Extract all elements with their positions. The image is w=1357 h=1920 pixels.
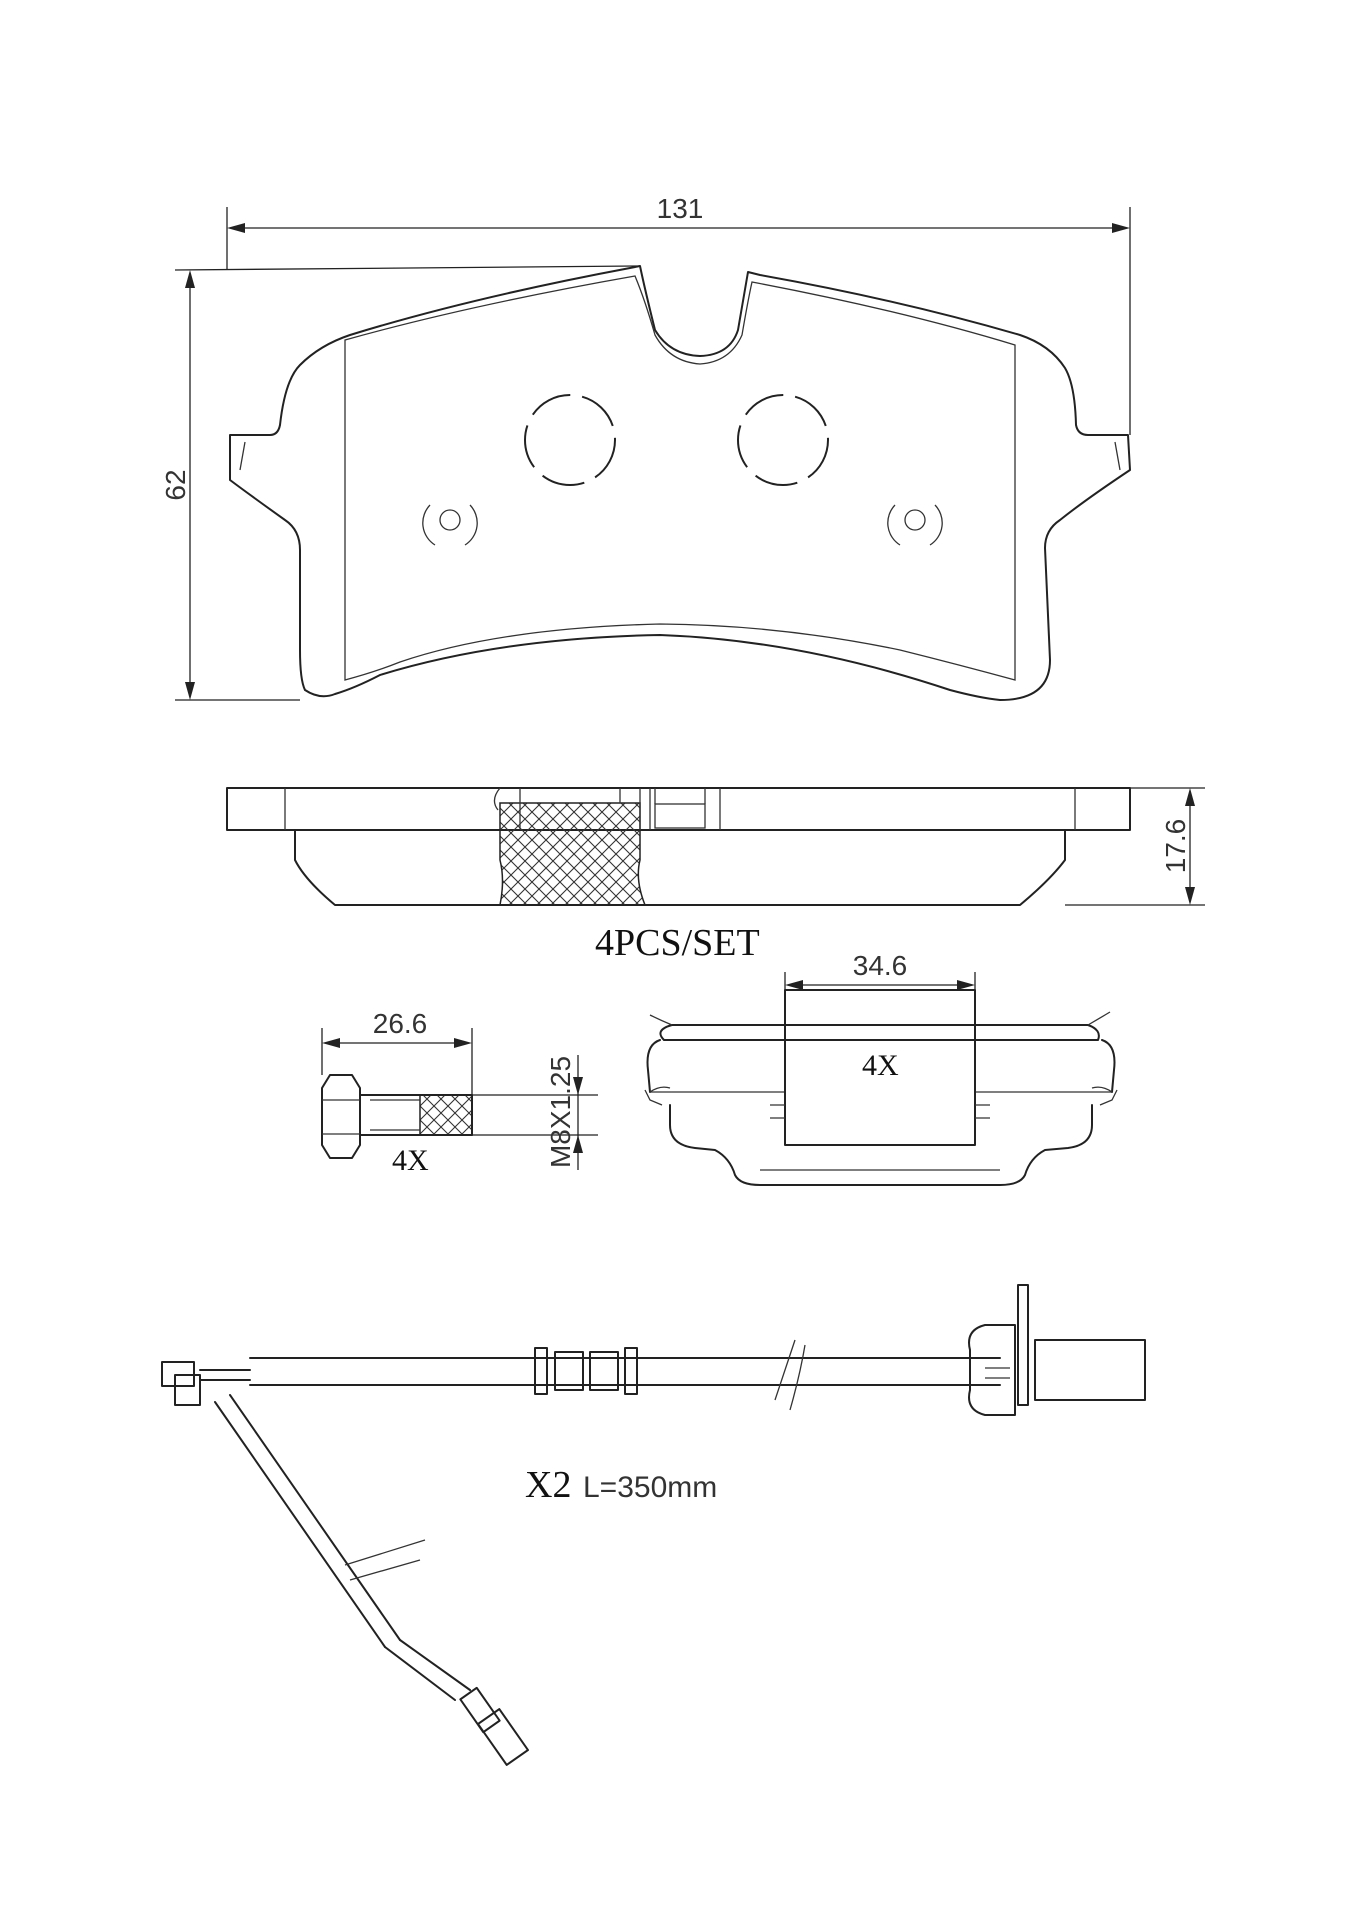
width-dimension: 131 — [226, 193, 1131, 435]
thickness-dimension: 17.6 — [1065, 787, 1205, 906]
guide-bolt: 4X — [321, 1074, 473, 1177]
width-dimension-label: 131 — [657, 193, 704, 224]
bolt-length-dimension-label: 26.6 — [373, 1008, 428, 1039]
sensor-length-label: L=350mm — [583, 1471, 717, 1504]
bolt-quantity-label: 4X — [392, 1144, 429, 1177]
wear-sensor: X2 L=350mm — [161, 1284, 1146, 1766]
height-dimension-label: 62 — [160, 469, 191, 500]
retaining-clip: 4X — [644, 989, 1118, 1186]
sensor-quantity-label: X2 — [525, 1464, 571, 1506]
clip-width-dimension: 34.6 — [784, 950, 976, 990]
bolt-length-dimension: 26.6 — [321, 1008, 473, 1095]
height-dimension: 62 — [160, 265, 641, 701]
bolt-thread-dimension-label: M8X1.25 — [545, 1056, 576, 1168]
bolt-thread-dimension: M8X1.25 — [472, 1055, 598, 1170]
pad-side-view — [226, 787, 1131, 906]
thickness-dimension-label: 17.6 — [1160, 819, 1191, 874]
pad-front-view — [229, 265, 1131, 701]
clip-quantity-label: 4X — [862, 1049, 899, 1082]
clip-width-dimension-label: 34.6 — [853, 950, 908, 981]
set-quantity-label: 4PCS/SET — [595, 922, 760, 964]
